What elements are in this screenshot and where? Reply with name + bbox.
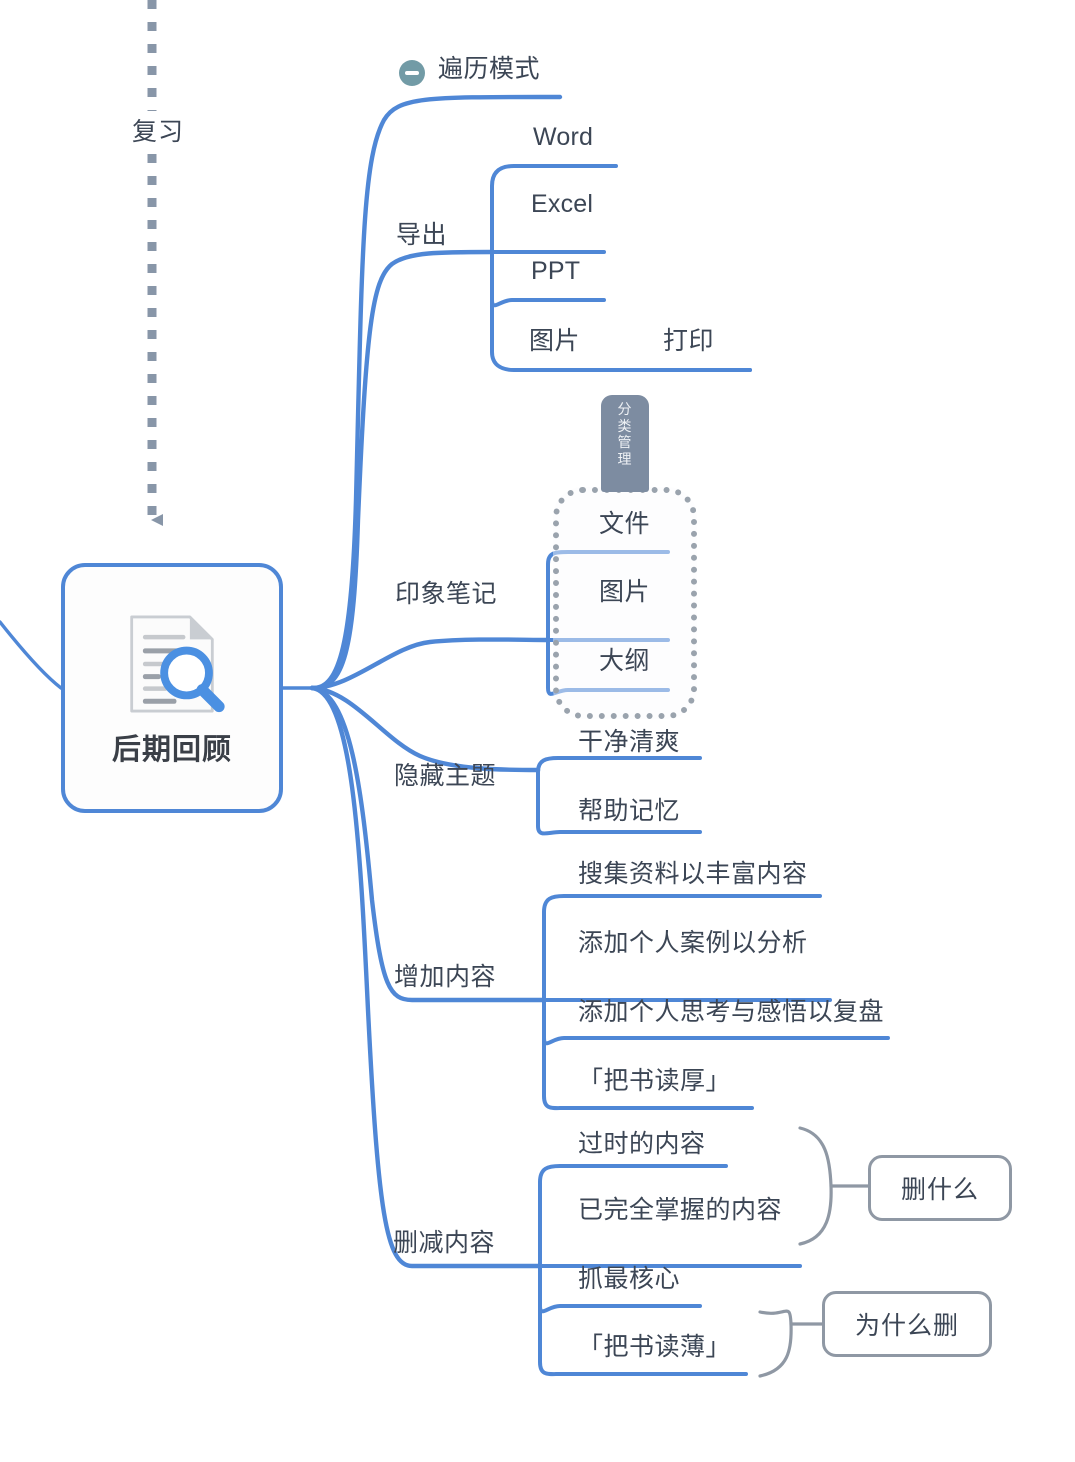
node-add-personal-reflection[interactable]: 添加个人思考与感悟以复盘: [578, 998, 885, 1026]
node-evernote-image[interactable]: 图片: [599, 578, 651, 606]
node-add-content[interactable]: 增加内容: [394, 963, 497, 991]
node-hide-topic[interactable]: 隐藏主题: [394, 762, 497, 790]
category-boundary: [553, 487, 697, 719]
minus-bar: [405, 71, 419, 75]
node-evernote[interactable]: 印象笔记: [395, 580, 498, 608]
node-export-image-print[interactable]: 打印: [663, 327, 715, 355]
category-tag[interactable]: 分 类 管 理: [601, 395, 649, 492]
node-hide-topic-clean[interactable]: 干净清爽: [578, 728, 681, 756]
document-search-icon: [130, 615, 225, 713]
minus-circle-icon[interactable]: [399, 60, 425, 86]
node-remove-outdated[interactable]: 过时的内容: [578, 1130, 706, 1158]
node-add-collect-material[interactable]: 搜集资料以丰富内容: [578, 860, 808, 888]
node-export-excel[interactable]: Excel: [531, 190, 594, 218]
node-add-personal-case[interactable]: 添加个人案例以分析: [578, 929, 808, 957]
node-evernote-outline[interactable]: 大纲: [599, 647, 651, 675]
node-remove-core[interactable]: 抓最核心: [578, 1265, 681, 1293]
root-node[interactable]: 后期回顾: [61, 563, 283, 813]
node-hide-topic-memory[interactable]: 帮助记忆: [578, 797, 681, 825]
node-export[interactable]: 导出: [396, 221, 448, 249]
cat-char-1: 类: [617, 417, 633, 434]
callout-what-to-delete[interactable]: 删什么: [868, 1155, 1012, 1221]
node-export-word[interactable]: Word: [533, 123, 594, 151]
node-remove-content[interactable]: 删减内容: [393, 1229, 496, 1257]
node-traverse-mode[interactable]: 遍历模式: [438, 55, 541, 83]
cat-char-2: 管: [617, 434, 633, 451]
cat-char-3: 理: [617, 450, 633, 467]
relation-label: 复习: [128, 111, 189, 149]
node-evernote-file[interactable]: 文件: [599, 510, 651, 538]
cat-char-0: 分: [617, 401, 633, 417]
root-label: 后期回顾: [111, 734, 232, 766]
node-export-image[interactable]: 图片: [529, 327, 581, 355]
callout-why-delete[interactable]: 为什么删: [822, 1291, 992, 1357]
node-remove-mastered[interactable]: 已完全掌握的内容: [578, 1196, 783, 1224]
node-add-read-thick[interactable]: 「把书读厚」: [578, 1067, 732, 1095]
node-remove-read-thin[interactable]: 「把书读薄」: [578, 1333, 732, 1361]
node-export-ppt[interactable]: PPT: [531, 257, 581, 285]
